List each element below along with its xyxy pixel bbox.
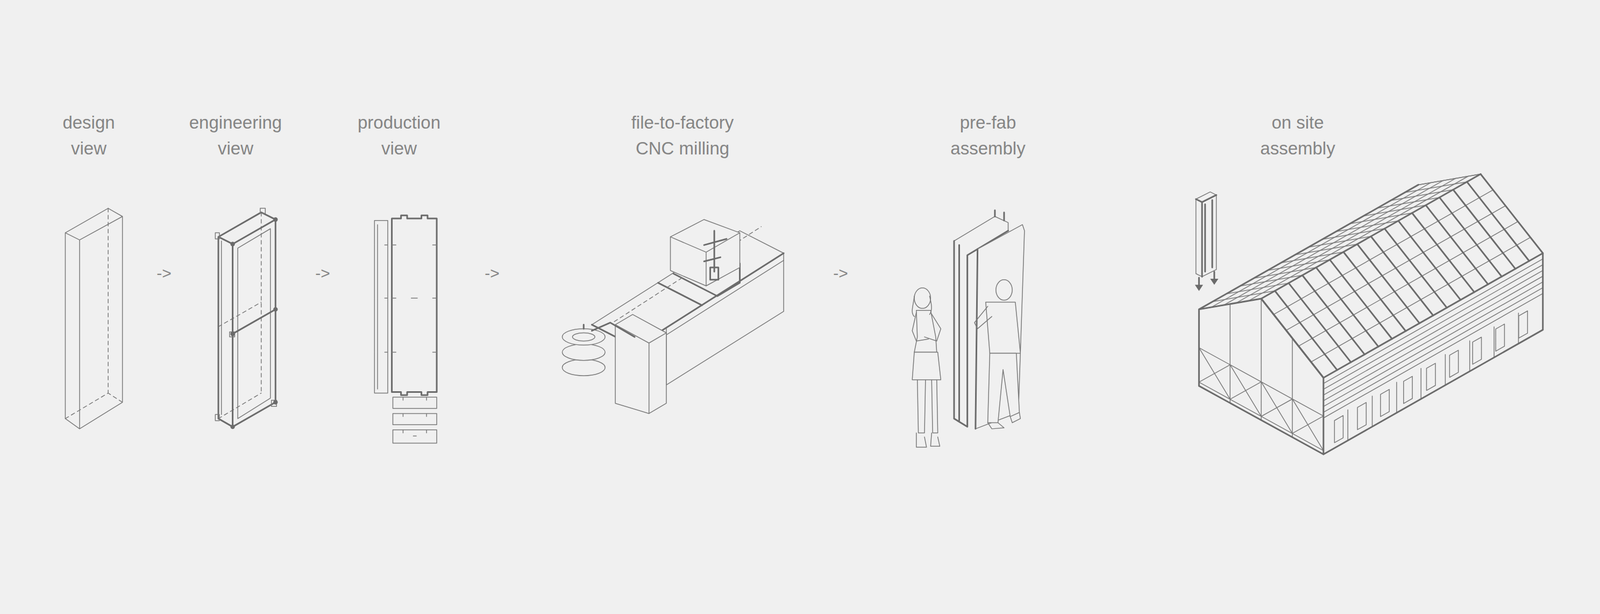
stage-heading: on site assembly bbox=[1259, 109, 1336, 162]
hose bbox=[583, 322, 635, 338]
flat-parts bbox=[374, 215, 437, 443]
box-outline bbox=[65, 208, 123, 429]
panel-marks bbox=[392, 244, 437, 352]
stage-heading-slot: production view bbox=[357, 109, 442, 162]
house bbox=[1198, 173, 1543, 454]
joint bbox=[273, 307, 278, 312]
joint bbox=[230, 424, 235, 429]
step-arrow-slot: -> bbox=[315, 263, 331, 283]
hose-coil bbox=[562, 359, 606, 376]
stage-heading-slot: engineering view bbox=[188, 109, 283, 162]
cnc-machine bbox=[562, 219, 784, 414]
man-figure bbox=[974, 279, 1021, 429]
figure-arm bbox=[974, 306, 992, 329]
design-box bbox=[65, 208, 123, 429]
step-arrow-slot: -> bbox=[833, 263, 849, 283]
figure-skirt bbox=[912, 352, 941, 380]
dropping-panel bbox=[1195, 192, 1219, 291]
stage-heading: production view bbox=[357, 109, 442, 162]
figure-legs bbox=[916, 379, 941, 447]
hidden-edge bbox=[218, 212, 262, 419]
notches bbox=[215, 208, 277, 421]
hidden-edge bbox=[65, 208, 123, 419]
panel-outline bbox=[1196, 192, 1217, 277]
small-part bbox=[392, 396, 437, 409]
step-arrow: -> bbox=[484, 263, 500, 283]
engineering-box bbox=[215, 208, 278, 429]
joint bbox=[273, 399, 278, 404]
figure-head bbox=[996, 279, 1013, 301]
stage-heading: file-to-factory CNC milling bbox=[630, 109, 735, 162]
roof-right bbox=[1261, 173, 1543, 378]
collector-edges bbox=[615, 324, 667, 414]
figure-hair bbox=[912, 295, 932, 317]
stage-heading: design view bbox=[61, 109, 116, 162]
joint bbox=[230, 241, 235, 246]
strip-part bbox=[374, 220, 388, 394]
spindle bbox=[704, 230, 727, 280]
prefab-scene bbox=[912, 210, 1025, 447]
figure-feet bbox=[987, 412, 1021, 429]
step-arrow-slot: -> bbox=[156, 263, 172, 283]
gantry bbox=[670, 219, 741, 286]
panel-edges bbox=[1196, 194, 1217, 277]
stage-heading-slot: pre-fab assembly bbox=[949, 109, 1027, 162]
frame-outline bbox=[218, 212, 276, 427]
roof-rafters bbox=[1198, 173, 1481, 309]
hose-coil-inner bbox=[572, 332, 595, 341]
hose-coil bbox=[562, 343, 606, 360]
woman-figure bbox=[912, 287, 941, 447]
roof-rafters bbox=[1261, 173, 1543, 378]
house-edges bbox=[1198, 173, 1543, 454]
stage-heading: engineering view bbox=[188, 109, 283, 162]
stage-heading-slot: file-to-factory CNC milling bbox=[630, 109, 735, 162]
step-arrow-slot: -> bbox=[484, 263, 500, 283]
gantry-edges bbox=[670, 232, 741, 287]
stage-heading: pre-fab assembly bbox=[949, 109, 1027, 162]
drop-arrowhead bbox=[1195, 278, 1219, 291]
sheet-panel bbox=[975, 224, 1025, 429]
figure-body bbox=[985, 302, 1021, 354]
step-arrow: -> bbox=[315, 263, 331, 283]
hose-coil bbox=[562, 328, 606, 345]
step-arrow: -> bbox=[156, 263, 172, 283]
joint bbox=[230, 331, 235, 336]
stage-heading-slot: design view bbox=[61, 109, 116, 162]
panel-part bbox=[392, 215, 437, 395]
small-part bbox=[392, 413, 437, 425]
illustration-group bbox=[65, 173, 1543, 454]
figure-head bbox=[914, 287, 931, 309]
stage-heading-slot: on site assembly bbox=[1259, 109, 1336, 162]
sheet-edge bbox=[975, 249, 978, 429]
figure-arms bbox=[912, 312, 941, 341]
small-part bbox=[392, 429, 437, 444]
inner-panel bbox=[221, 228, 271, 419]
roof-purlins bbox=[1211, 175, 1531, 362]
joint bbox=[273, 217, 278, 222]
step-arrow: -> bbox=[833, 263, 849, 283]
figure-legs bbox=[987, 352, 1020, 423]
